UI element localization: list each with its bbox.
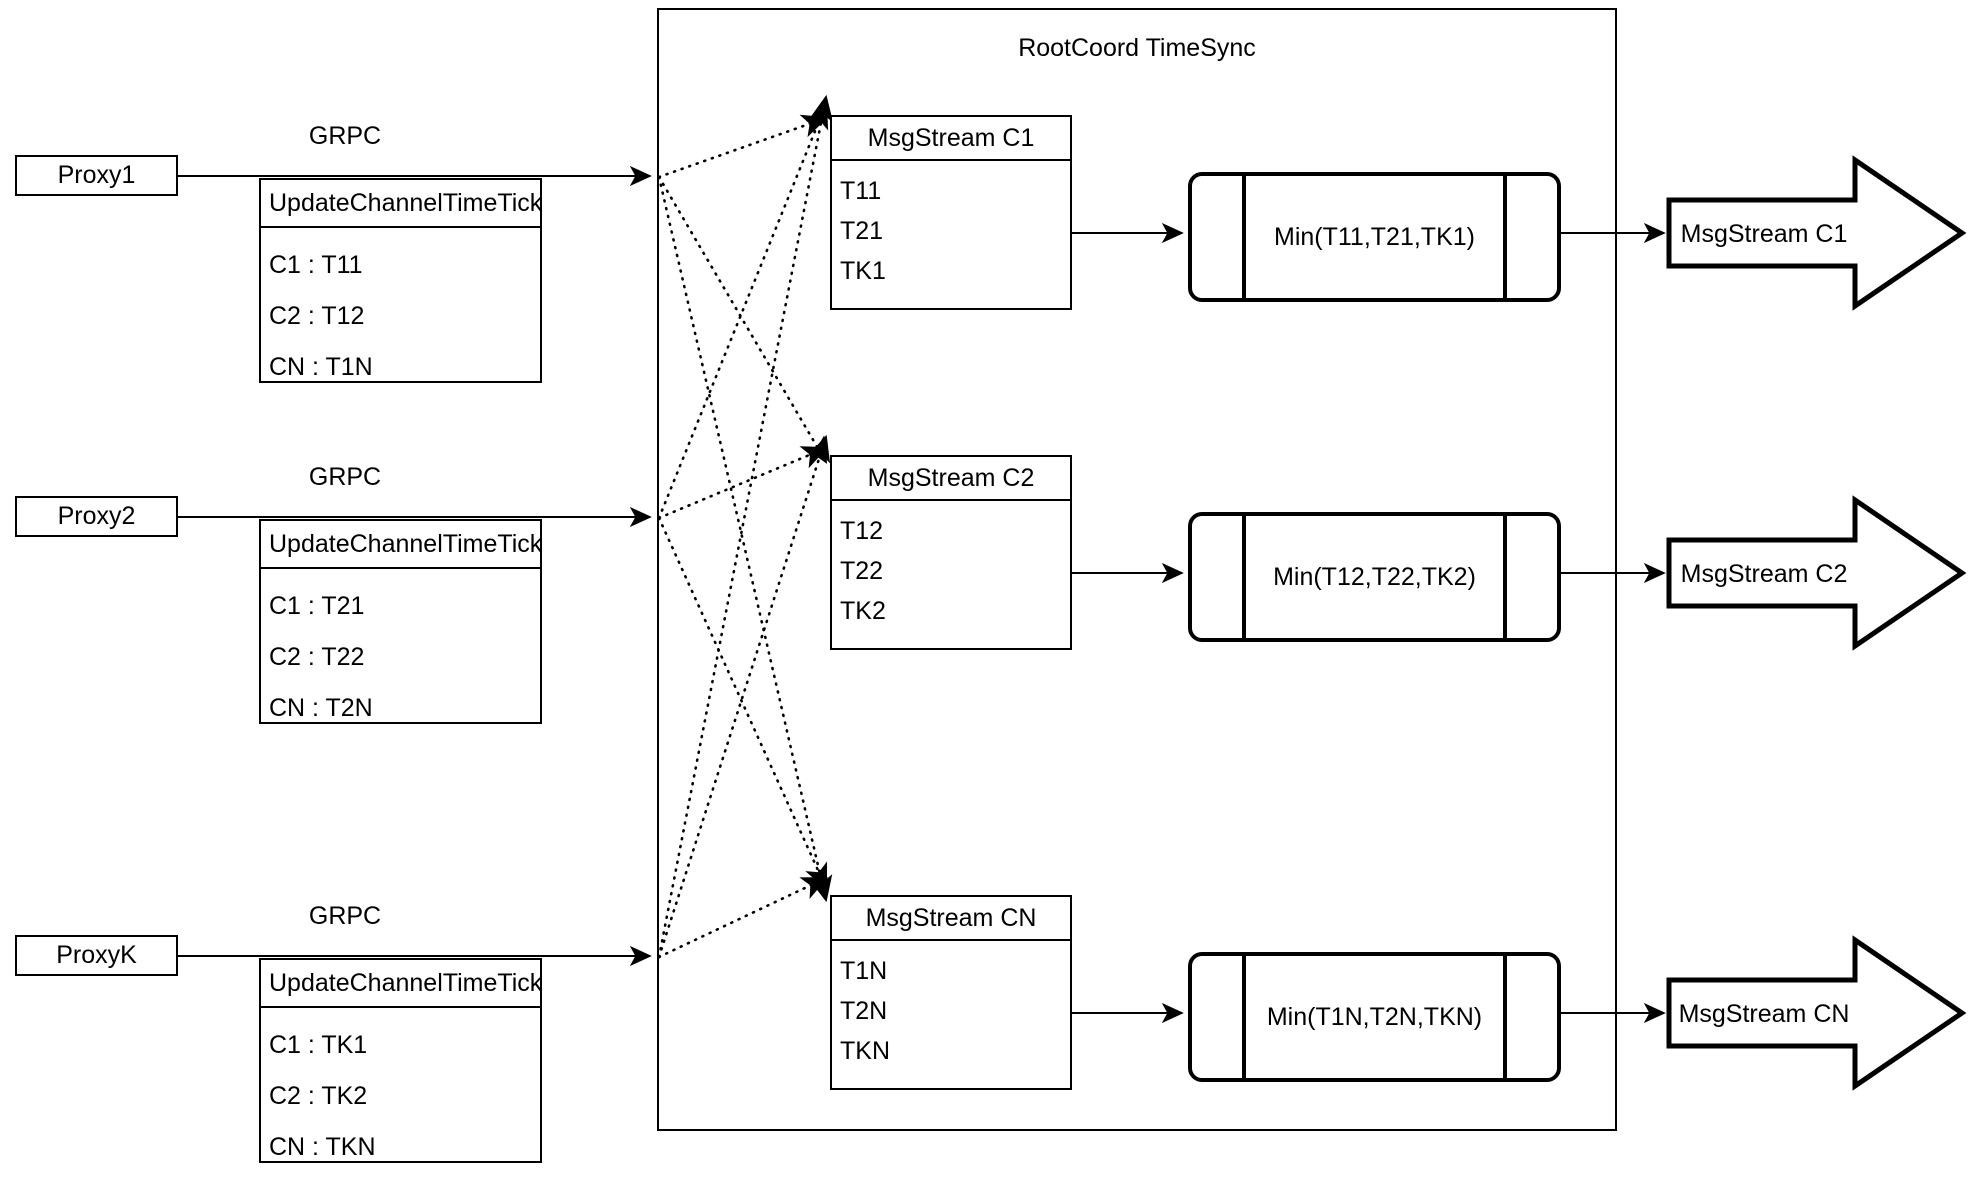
min-process-label-3: Min(T1N,T2N,TKN) (1266, 1002, 1483, 1031)
update-channel-timetick-box-1: UpdateChannelTimeTick C1 : T11 C2 : T12 … (259, 178, 542, 383)
msgstream-body-2: T12 T22 TK2 (832, 501, 1070, 648)
process-divider-left (1242, 512, 1246, 642)
update-channel-timetick-box-3: UpdateChannelTimeTick C1 : TK1 C2 : TK2 … (259, 958, 542, 1163)
msgstream-row: T11 (840, 177, 882, 205)
request-body-1: C1 : T11 C2 : T12 CN : T1N (261, 228, 540, 381)
msgstream-header-2: MsgStream C2 (832, 457, 1070, 501)
request-body-2: C1 : T21 C2 : T22 CN : T2N (261, 569, 540, 722)
request-header-1: UpdateChannelTimeTick (261, 180, 542, 228)
min-process-box-1: Min(T11,T21,TK1) (1188, 172, 1561, 302)
msgstream-row: TKN (840, 1037, 890, 1065)
request-row: C1 : T21 (269, 592, 365, 620)
proxy-label-1: Proxy1 (57, 161, 136, 189)
request-row: C2 : TK2 (269, 1082, 368, 1110)
request-row: CN : TKN (269, 1133, 376, 1161)
request-row: C2 : T12 (269, 302, 365, 330)
request-row: C2 : T22 (269, 643, 365, 671)
output-arrow-label-3: MsgStream CN (1678, 1000, 1850, 1028)
process-divider-right (1503, 952, 1507, 1082)
request-body-3: C1 : TK1 C2 : TK2 CN : TKN (261, 1008, 540, 1161)
min-process-label-2: Min(T12,T22,TK2) (1273, 562, 1476, 591)
process-divider-right (1503, 172, 1507, 302)
msgstream-box-2: MsgStream C2 T12 T22 TK2 (830, 455, 1072, 650)
request-header-3: UpdateChannelTimeTick (261, 960, 542, 1008)
request-row: CN : T1N (269, 353, 373, 381)
process-divider-left (1242, 952, 1246, 1082)
proxy-label-3: ProxyK (56, 941, 137, 969)
request-row: C1 : T11 (269, 251, 363, 279)
msgstream-header-1: MsgStream C1 (832, 117, 1070, 161)
grpc-label-2: GRPC (308, 463, 382, 491)
msgstream-body-3: T1N T2N TKN (832, 941, 1070, 1088)
proxy-label-2: Proxy2 (57, 502, 136, 530)
proxy-box-1[interactable]: Proxy1 (15, 155, 178, 196)
request-row: CN : T2N (269, 694, 373, 722)
update-channel-timetick-box-2: UpdateChannelTimeTick C1 : T21 C2 : T22 … (259, 519, 542, 724)
grpc-label-3: GRPC (308, 902, 382, 930)
msgstream-row: T22 (840, 557, 884, 585)
msgstream-header-3: MsgStream CN (832, 897, 1070, 941)
msgstream-body-1: T11 T21 TK1 (832, 161, 1070, 308)
rootcoord-timesync-title: RootCoord TimeSync (1018, 34, 1256, 62)
msgstream-row: T12 (840, 517, 884, 545)
request-row: C1 : TK1 (269, 1031, 368, 1059)
process-divider-left (1242, 172, 1246, 302)
msgstream-row: TK1 (840, 257, 886, 285)
grpc-label-1: GRPC (308, 122, 382, 150)
min-process-label-1: Min(T11,T21,TK1) (1274, 222, 1475, 251)
msgstream-row: T1N (840, 957, 888, 985)
process-divider-right (1503, 512, 1507, 642)
proxy-box-3[interactable]: ProxyK (15, 935, 178, 976)
min-process-box-2: Min(T12,T22,TK2) (1188, 512, 1561, 642)
msgstream-row: TK2 (840, 597, 886, 625)
output-arrow-label-2: MsgStream C2 (1680, 560, 1848, 588)
request-header-2: UpdateChannelTimeTick (261, 521, 542, 569)
rootcoord-timesync-container (657, 8, 1617, 1131)
output-arrow-label-1: MsgStream C1 (1680, 220, 1848, 248)
msgstream-box-3: MsgStream CN T1N T2N TKN (830, 895, 1072, 1090)
min-process-box-3: Min(T1N,T2N,TKN) (1188, 952, 1561, 1082)
msgstream-row: T21 (840, 217, 884, 245)
msgstream-box-1: MsgStream C1 T11 T21 TK1 (830, 115, 1072, 310)
msgstream-row: T2N (840, 997, 888, 1025)
proxy-box-2[interactable]: Proxy2 (15, 496, 178, 537)
